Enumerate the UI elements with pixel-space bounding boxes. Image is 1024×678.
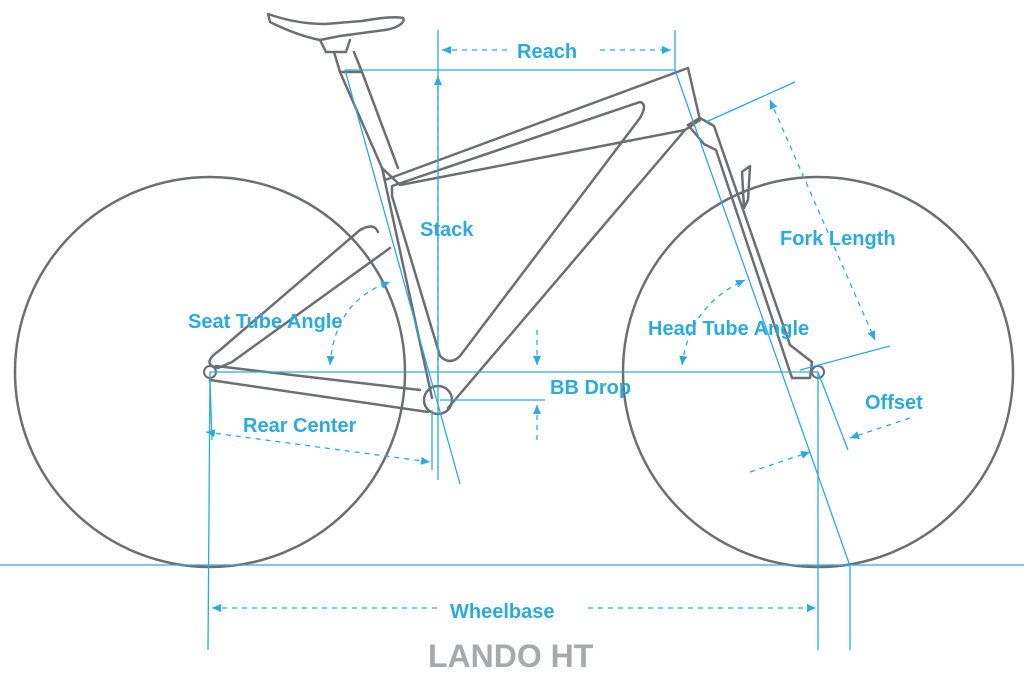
fork-length-arrow <box>769 99 876 341</box>
fork-crown <box>740 164 752 210</box>
bike-drawing <box>13 12 1015 569</box>
seat-stay <box>208 225 392 370</box>
labels: Reach Stack Fork Length Seat Tube Angle … <box>188 41 923 674</box>
seat-post <box>318 38 364 74</box>
offset-arrow-right <box>849 417 911 439</box>
head-tube-axis <box>674 69 851 567</box>
model-title: LANDO HT <box>428 638 594 674</box>
offset-arrow-left <box>749 451 811 473</box>
offset-line <box>817 371 849 451</box>
label-fork-length: Fork Length <box>780 228 896 250</box>
label-wheelbase: Wheelbase <box>450 601 554 623</box>
label-seat-tube-angle: Seat Tube Angle <box>188 311 342 333</box>
seat-tube-angle-arc <box>326 281 391 366</box>
fork-top-perp <box>705 81 796 123</box>
down-tube <box>390 100 687 410</box>
fork-bottom-perp <box>799 345 891 371</box>
dimension-arrows <box>205 46 911 612</box>
label-head-tube-angle: Head Tube Angle <box>648 318 809 340</box>
saddle <box>266 12 405 42</box>
label-bb-drop: BB Drop <box>550 377 631 399</box>
label-rear-center: Rear Center <box>243 415 357 437</box>
rear-axle-vertical <box>207 371 211 651</box>
rear-center-arrow <box>205 429 431 465</box>
chain-stay <box>208 364 430 414</box>
top-tube <box>380 66 702 187</box>
label-stack: Stack <box>420 219 474 241</box>
fork <box>686 116 814 380</box>
measurement-lines <box>0 30 1024 651</box>
label-offset: Offset <box>865 392 923 414</box>
head-tube-angle-arc <box>679 279 746 366</box>
label-reach: Reach <box>517 41 577 63</box>
seat-tube-axis <box>344 69 461 485</box>
